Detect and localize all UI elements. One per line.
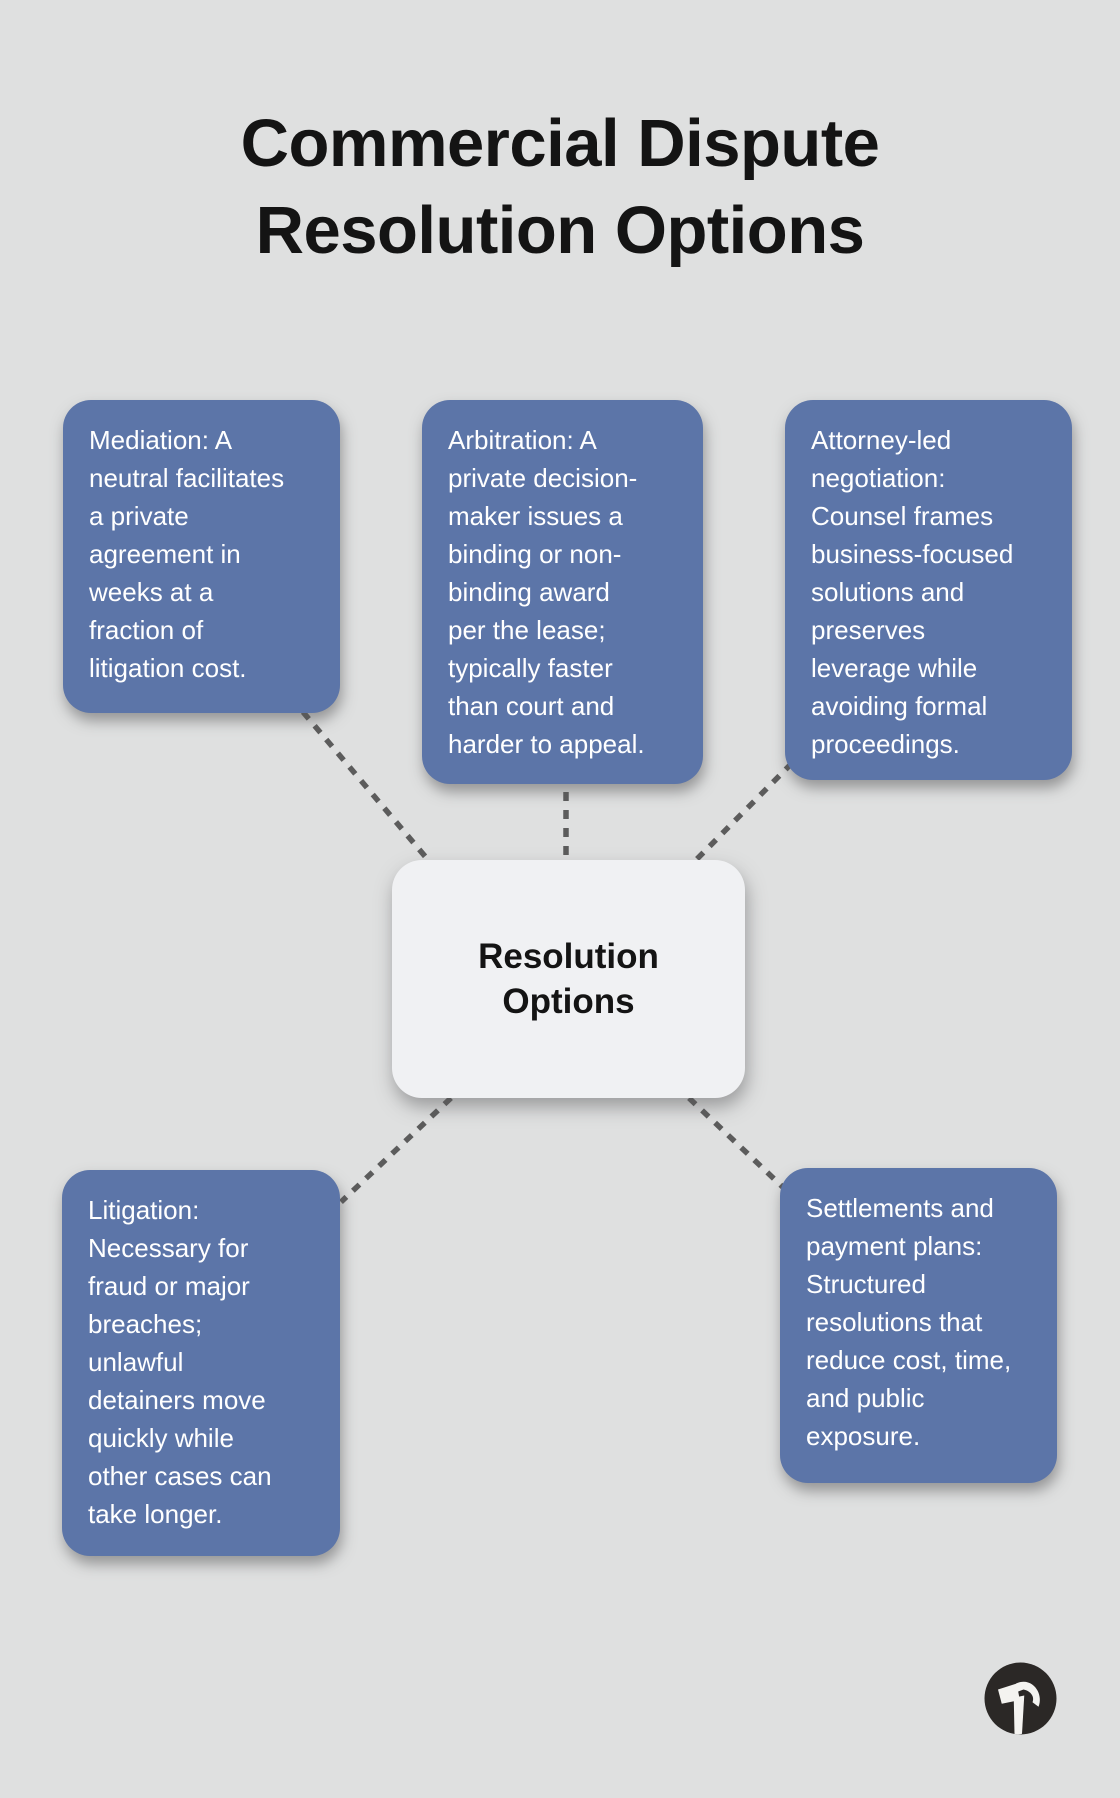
node-mediation: Mediation: A neutral facilitates a priva…: [63, 400, 340, 713]
node-settlements-payment-plans: Settlements and payment plans: Structure…: [780, 1168, 1057, 1483]
connector-negotiation-center: [695, 761, 794, 861]
node-arbitration: Arbitration: A private decision- maker i…: [422, 400, 703, 784]
hammer-icon: [984, 1662, 1057, 1735]
center-node: Resolution Options: [392, 860, 745, 1098]
node-attorney-led-negotiation: Attorney-led negotiation: Counsel frames…: [785, 400, 1072, 780]
connector-center-litigation: [339, 1096, 453, 1204]
node-litigation: Litigation: Necessary for fraud or major…: [62, 1170, 340, 1556]
page-title: Commercial Dispute Resolution Options: [240, 106, 880, 269]
connector-center-settlements: [687, 1096, 791, 1195]
connector-mediation-center: [300, 710, 432, 863]
center-node-label: Resolution Options: [478, 936, 659, 1022]
hammer-logo: [983, 1661, 1058, 1736]
